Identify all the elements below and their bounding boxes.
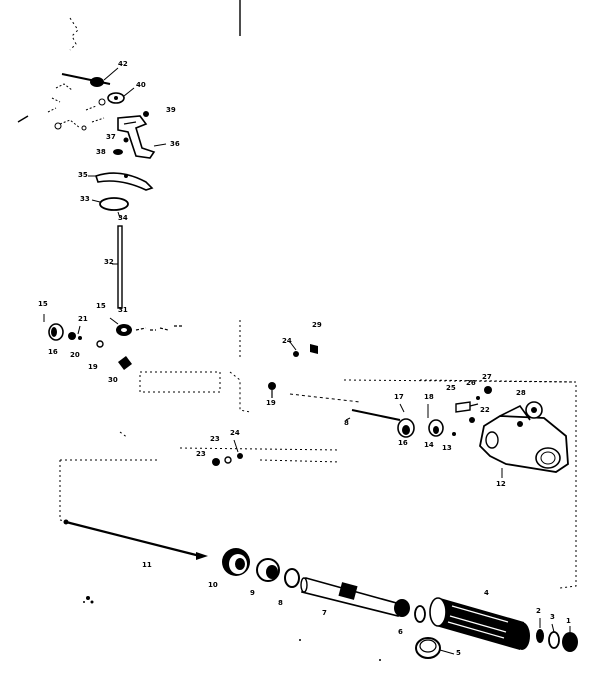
callout-2: 2 bbox=[536, 607, 541, 615]
callout-30: 30 bbox=[108, 376, 118, 384]
part-25-bolt bbox=[455, 401, 479, 413]
part-35-link bbox=[88, 172, 154, 191]
part-4-sleeve bbox=[429, 597, 530, 650]
callout-8-upper: 8 bbox=[344, 419, 349, 427]
callout-24a: 24 bbox=[282, 337, 292, 345]
callout-8-lower: 8 bbox=[278, 599, 283, 607]
part-27-nut bbox=[484, 386, 492, 394]
part-32-shaft bbox=[112, 225, 123, 309]
callout-27: 27 bbox=[482, 373, 492, 381]
callout-28: 28 bbox=[516, 389, 526, 397]
callout-14: 14 bbox=[424, 441, 434, 449]
callout-13: 13 bbox=[442, 444, 452, 452]
callout-25: 25 bbox=[446, 384, 456, 392]
part-23-nut bbox=[212, 439, 243, 466]
stray-marks bbox=[83, 596, 381, 661]
part-3-washer bbox=[548, 623, 560, 649]
part-26 bbox=[476, 396, 480, 400]
callout-23b: 23 bbox=[196, 450, 206, 458]
callout-17: 17 bbox=[394, 393, 404, 401]
callout-36: 36 bbox=[170, 140, 180, 148]
part-7-shaft bbox=[300, 577, 410, 617]
part-9-bushing bbox=[256, 558, 280, 582]
callout-15a: 15 bbox=[38, 300, 48, 308]
part-22 bbox=[469, 417, 475, 423]
top-left-tick bbox=[17, 115, 29, 123]
callout-29: 29 bbox=[312, 321, 322, 329]
callout-5: 5 bbox=[456, 649, 461, 657]
callout-1: 1 bbox=[566, 617, 571, 625]
callout-4: 4 bbox=[484, 589, 489, 597]
callout-20: 20 bbox=[70, 351, 80, 359]
part-16-washer bbox=[43, 314, 64, 341]
callout-23a: 23 bbox=[210, 435, 220, 443]
callout-19a: 19 bbox=[88, 363, 98, 371]
part-11-rod bbox=[63, 519, 208, 560]
callout-21: 21 bbox=[78, 315, 88, 323]
part-29-screw bbox=[289, 341, 318, 357]
callout-40: 40 bbox=[136, 81, 146, 89]
callout-16: 16 bbox=[48, 348, 58, 356]
callout-6: 6 bbox=[398, 628, 403, 636]
callout-35: 35 bbox=[78, 171, 88, 179]
callout-31: 31 bbox=[118, 306, 128, 314]
part-40 bbox=[107, 87, 135, 104]
callout-42: 42 bbox=[118, 60, 128, 68]
part-10-bearing bbox=[222, 548, 250, 576]
callout-37: 37 bbox=[106, 133, 116, 141]
callout-24b: 24 bbox=[230, 429, 240, 437]
callout-34: 34 bbox=[118, 214, 128, 222]
part-36-bracket bbox=[113, 111, 167, 159]
callout-7: 7 bbox=[322, 609, 327, 617]
part-28-washer bbox=[525, 401, 543, 419]
part-19-bolt bbox=[268, 382, 276, 398]
callout-26: 26 bbox=[466, 379, 476, 387]
leader-17 bbox=[399, 403, 405, 413]
callout-15b: 15 bbox=[96, 302, 106, 310]
callout-11: 11 bbox=[142, 561, 152, 569]
part-2-washer bbox=[536, 618, 544, 643]
part-5-ring bbox=[415, 637, 455, 659]
callout-3: 3 bbox=[550, 613, 555, 621]
part-1-cap bbox=[562, 626, 578, 652]
dashed-frame bbox=[59, 379, 577, 589]
part-42-lever bbox=[61, 67, 119, 87]
part-14-bushing bbox=[428, 419, 444, 437]
callout-22: 22 bbox=[480, 406, 490, 414]
callout-32: 32 bbox=[104, 258, 114, 266]
callout-38: 38 bbox=[96, 148, 106, 156]
part-6-ring bbox=[414, 605, 426, 623]
callout-9: 9 bbox=[250, 589, 255, 597]
callout-16-right: 16 bbox=[398, 439, 408, 447]
part-20-pin bbox=[68, 325, 82, 340]
callout-18: 18 bbox=[424, 393, 434, 401]
leader-dashed-upper bbox=[289, 393, 361, 403]
faded-housing-block bbox=[119, 320, 251, 439]
callout-39: 39 bbox=[166, 106, 176, 114]
callout-12: 12 bbox=[496, 480, 506, 488]
part-13 bbox=[452, 432, 456, 436]
part-12-housing bbox=[479, 404, 569, 478]
part-19-small bbox=[96, 340, 104, 348]
part-8-ring bbox=[284, 568, 300, 588]
callout-19b: 19 bbox=[266, 399, 276, 407]
callout-33: 33 bbox=[80, 195, 90, 203]
upper-linkage-cluster bbox=[47, 17, 106, 131]
part-16-bushing-right bbox=[397, 418, 415, 438]
part-33-clip bbox=[91, 197, 129, 219]
part-31-gear bbox=[109, 317, 182, 336]
callout-10: 10 bbox=[208, 581, 218, 589]
part-8-pin-upper bbox=[345, 409, 401, 421]
part-30 bbox=[118, 356, 132, 370]
